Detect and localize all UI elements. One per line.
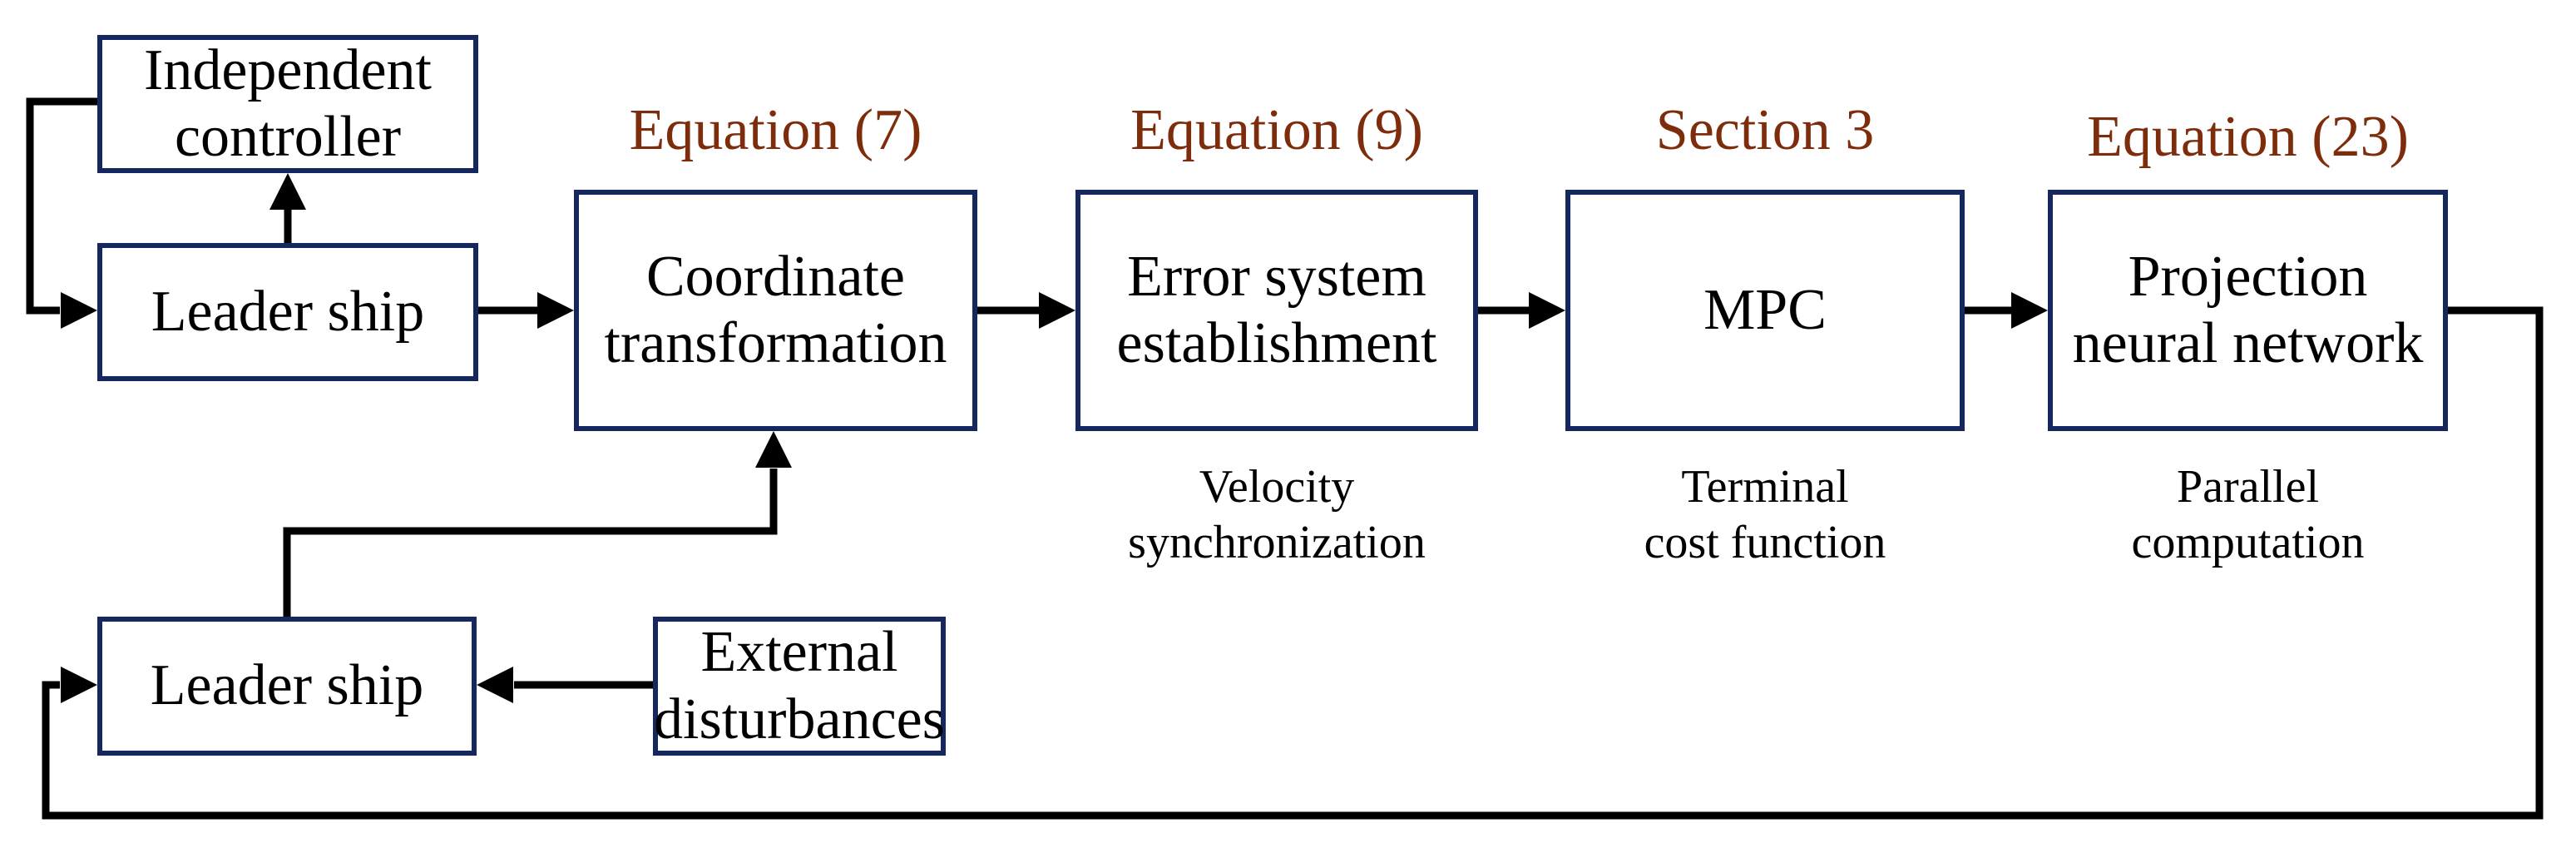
block-mpc: MPC [1565, 190, 1965, 431]
annotation-equation-9: Equation (9) [1130, 98, 1423, 162]
caption-velocity-synchronization: Velocity synchronization [1128, 461, 1426, 569]
arrow-error-to-mpc [1478, 292, 1565, 329]
arrow-leader-to-coordinate [478, 292, 574, 329]
annotation-section-3: Section 3 [1655, 98, 1875, 162]
arrow-leader-to-controller [269, 173, 306, 243]
arrow-controller-to-leader [26, 97, 100, 329]
block-external-disturbances: External disturbances [653, 617, 946, 756]
arrow-projection-feedback-to-leader [42, 306, 2544, 820]
caption-terminal-cost-function: Terminal cost function [1644, 461, 1886, 569]
arrow-coordinate-to-error [977, 292, 1075, 329]
annotation-equation-23: Equation (23) [2087, 105, 2409, 169]
block-independent-controller: Independent controller [97, 35, 478, 173]
arrow-mpc-to-projection [1965, 292, 2048, 329]
block-projection-neural-network: Projection neural network [2048, 190, 2448, 431]
arrow-disturbances-to-leader [477, 667, 653, 703]
block-leader-ship-bottom: Leader ship [97, 617, 477, 756]
block-error-system-establishment: Error system establishment [1075, 190, 1478, 431]
annotation-equation-7: Equation (7) [629, 98, 922, 162]
block-coordinate-transformation: Coordinate transformation [574, 190, 977, 431]
arrow-leader-to-coordinate-feedback [283, 431, 792, 617]
block-leader-ship-top: Leader ship [97, 243, 478, 381]
caption-parallel-computation: Parallel computation [2131, 461, 2365, 569]
